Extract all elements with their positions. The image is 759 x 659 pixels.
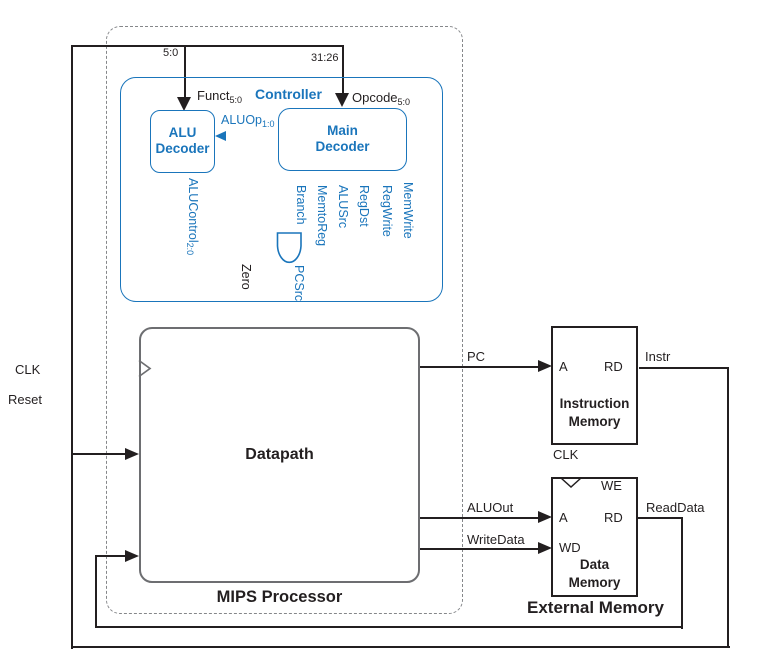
funct-arrowhead: [177, 97, 191, 111]
alusrc-label: ALUSrc: [336, 185, 350, 229]
writedata-arrowhead: [538, 542, 552, 554]
datapath-label: Datapath: [245, 446, 314, 463]
pcsrc-label: PCSrc: [292, 265, 306, 302]
main-decoder-label-line1: Main: [327, 123, 358, 138]
data-memory-clock-wedge-icon: [560, 477, 582, 489]
pc-arrowhead: [538, 360, 552, 372]
wire-readdata-out: [638, 517, 683, 520]
opcode-bits-label: 31:26: [311, 52, 339, 64]
data-memory-label: Data Memory: [568, 557, 621, 590]
dm-clk-label: CLK: [553, 447, 579, 462]
dmem-port-a-label: A: [559, 510, 568, 525]
regwrite-label: RegWrite: [380, 185, 394, 237]
instruction-memory-label: Instruction Memory: [559, 396, 630, 429]
datapath-box: [139, 327, 420, 583]
external-memory-label: External Memory: [527, 598, 664, 617]
clk-label: CLK: [15, 362, 41, 377]
main-decoder-label-line2: Decoder: [315, 139, 370, 154]
controller-title: Controller: [255, 86, 322, 102]
data-memory-box: [551, 477, 638, 597]
memtoreg-label: MemtoReg: [315, 185, 329, 247]
pc-label: PC: [467, 349, 486, 364]
dmem-port-rd-label: RD: [604, 510, 623, 525]
writedata-label: WriteData: [467, 532, 525, 547]
funct-label: Funct5:0: [197, 88, 243, 105]
aluop-arrowhead: [215, 131, 226, 141]
wire-readdata-left: [95, 557, 98, 628]
opcode-label: Opcode5:0: [352, 90, 411, 107]
branch-zero-and-gate-icon: [276, 232, 302, 264]
mips-processor-label: MIPS Processor: [216, 588, 343, 606]
imem-port-a-label: A: [559, 359, 568, 374]
controller-box: [120, 77, 443, 302]
wire-instr-into-datapath: [72, 453, 127, 456]
instruction-memory-box: [551, 326, 638, 445]
wire-readdata-right: [681, 517, 684, 629]
dmem-port-we-label: WE: [601, 478, 622, 493]
alu-decoder-label-line2: Decoder: [155, 141, 210, 156]
aluout-arrowhead: [538, 511, 552, 523]
reset-label: Reset: [8, 392, 42, 407]
aluout-label: ALUOut: [467, 500, 514, 515]
wire-instr-loop-bottom: [71, 646, 730, 649]
wire-instr: [639, 367, 729, 370]
readdata-label: ReadData: [646, 500, 705, 515]
zero-label: Zero: [239, 264, 253, 290]
wire-writedata: [420, 548, 540, 551]
branch-label: Branch: [294, 185, 308, 225]
alu-decoder-label-line1: ALU: [168, 125, 197, 140]
wire-aluout: [420, 517, 540, 520]
dmem-port-wd-label: WD: [559, 540, 581, 555]
wire-readdata-into-datapath: [95, 555, 127, 558]
instr-into-datapath-arrowhead: [125, 448, 139, 460]
alu-decoder-box: ALU Decoder: [150, 110, 215, 173]
memwrite-label: MemWrite: [401, 182, 415, 239]
readdata-arrowhead: [125, 550, 139, 562]
wire-funct-tap: [184, 46, 187, 98]
datapath-clock-wedge-icon: [138, 359, 152, 378]
wire-pc: [420, 366, 540, 369]
opcode-arrowhead: [335, 93, 349, 107]
alucontrol-label: ALUControl2:0: [185, 178, 200, 256]
wire-opcode-tap: [342, 46, 345, 94]
funct-bits-label: 5:0: [163, 47, 179, 59]
mips-processor-dashed-boundary: [106, 26, 463, 614]
wire-readdata-bottom: [95, 626, 683, 629]
wire-instr-loop-left: [71, 45, 74, 649]
wire-instr-loop-right: [727, 367, 730, 648]
imem-port-rd-label: RD: [604, 359, 623, 374]
aluop-label: ALUOp1:0: [221, 113, 275, 129]
main-decoder-box: Main Decoder: [278, 108, 407, 171]
wire-instr-loop-top: [71, 45, 344, 48]
regdst-label: RegDst: [357, 185, 371, 227]
instr-label: Instr: [645, 349, 671, 364]
